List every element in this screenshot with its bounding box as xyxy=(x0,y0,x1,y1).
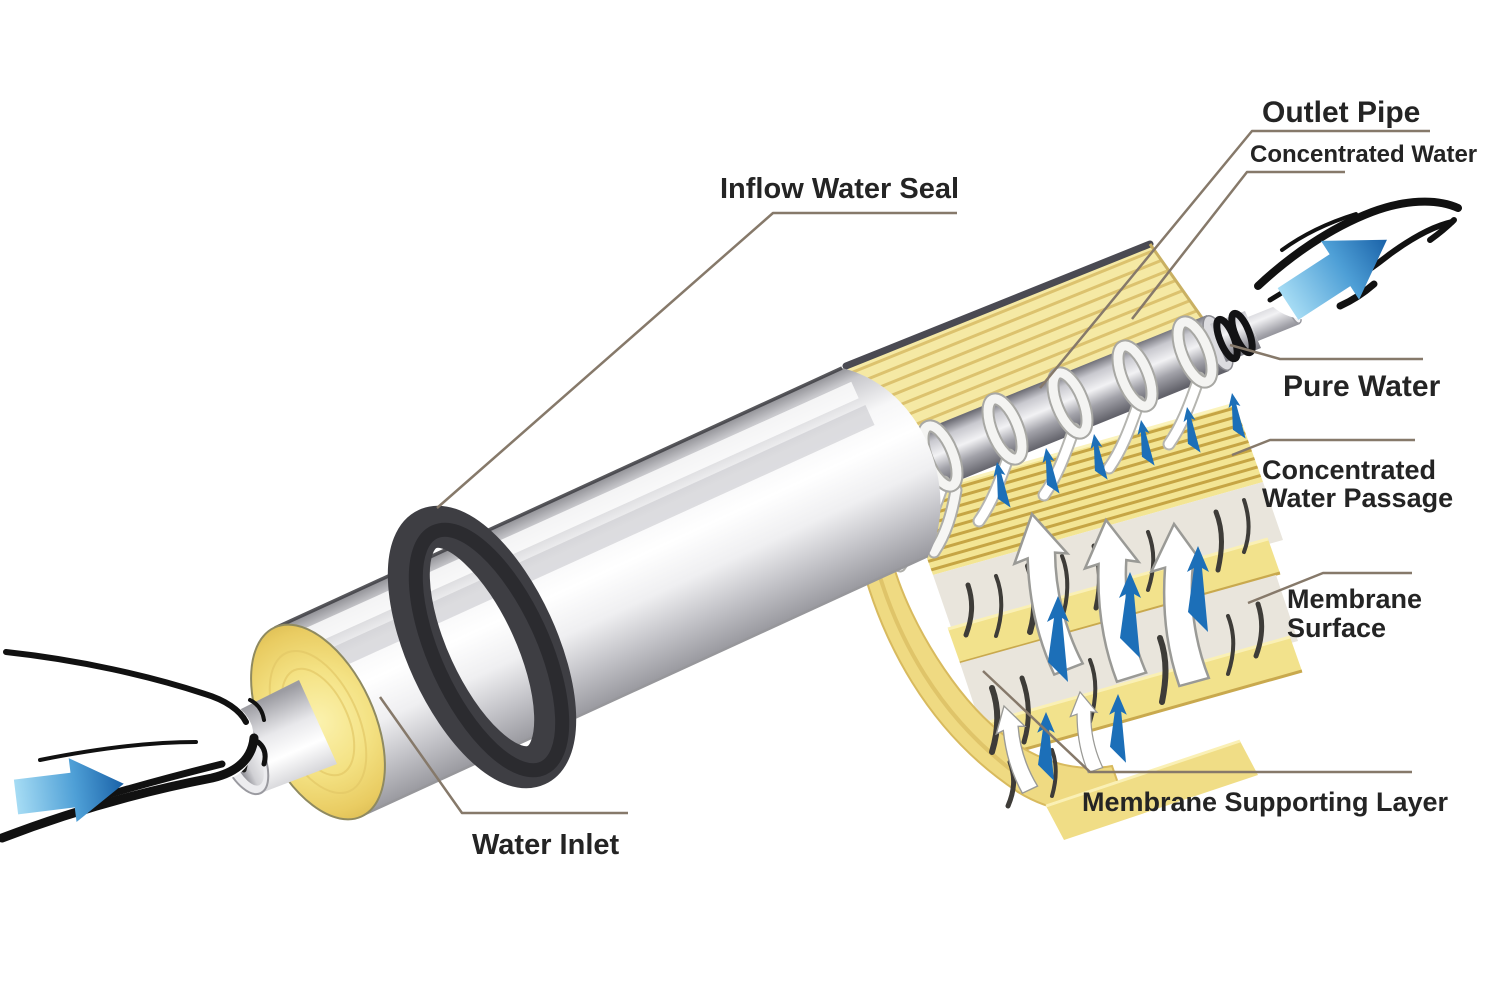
wrap-sheet-cut-edge xyxy=(842,240,1154,370)
label-water-inlet: Water Inlet xyxy=(472,829,620,861)
supporting-plate-edge xyxy=(1046,741,1258,840)
leader-membrane-surface xyxy=(1247,571,1412,605)
housing-highlight xyxy=(286,381,859,654)
inflow-water-seal-ring xyxy=(387,505,577,789)
housing-top-edge xyxy=(274,366,843,630)
housing-bottom-edge xyxy=(360,554,929,818)
leader-water-inlet xyxy=(378,696,628,815)
leader-lines xyxy=(378,129,1430,815)
inlet-water-stream xyxy=(0,646,268,846)
outlet-water-splash xyxy=(1250,192,1467,334)
labels: Outlet Pipe Concentrated Water Inflow Wa… xyxy=(472,96,1477,861)
leader-concentrated-water-passage xyxy=(1231,438,1415,457)
outer-housing xyxy=(216,366,941,821)
leader-concentrated-water xyxy=(1131,170,1345,320)
label-membrane-surface-line1: Membrane xyxy=(1287,584,1422,614)
o-ring-icon xyxy=(1228,309,1256,357)
label-inflow-water-seal: Inflow Water Seal xyxy=(720,173,959,205)
leader-outlet-pipe xyxy=(1039,129,1430,389)
leader-pure-water xyxy=(1229,343,1423,361)
label-membrane-surface-line2: Surface xyxy=(1287,613,1386,643)
label-concentrated-water-passage-line2: Water Passage xyxy=(1262,483,1453,513)
label-membrane-supporting-layer: Membrane Supporting Layer xyxy=(1082,787,1449,817)
leader-inflow-water-seal xyxy=(436,211,957,509)
label-outlet-pipe: Outlet Pipe xyxy=(1262,96,1420,129)
label-pure-water: Pure Water xyxy=(1283,370,1441,403)
leader-membrane-supporting-layer xyxy=(982,670,1412,774)
label-concentrated-water: Concentrated Water xyxy=(1250,141,1477,168)
label-concentrated-water-passage-line1: Concentrated xyxy=(1262,455,1436,485)
wrap-sheet-face xyxy=(846,244,1212,470)
